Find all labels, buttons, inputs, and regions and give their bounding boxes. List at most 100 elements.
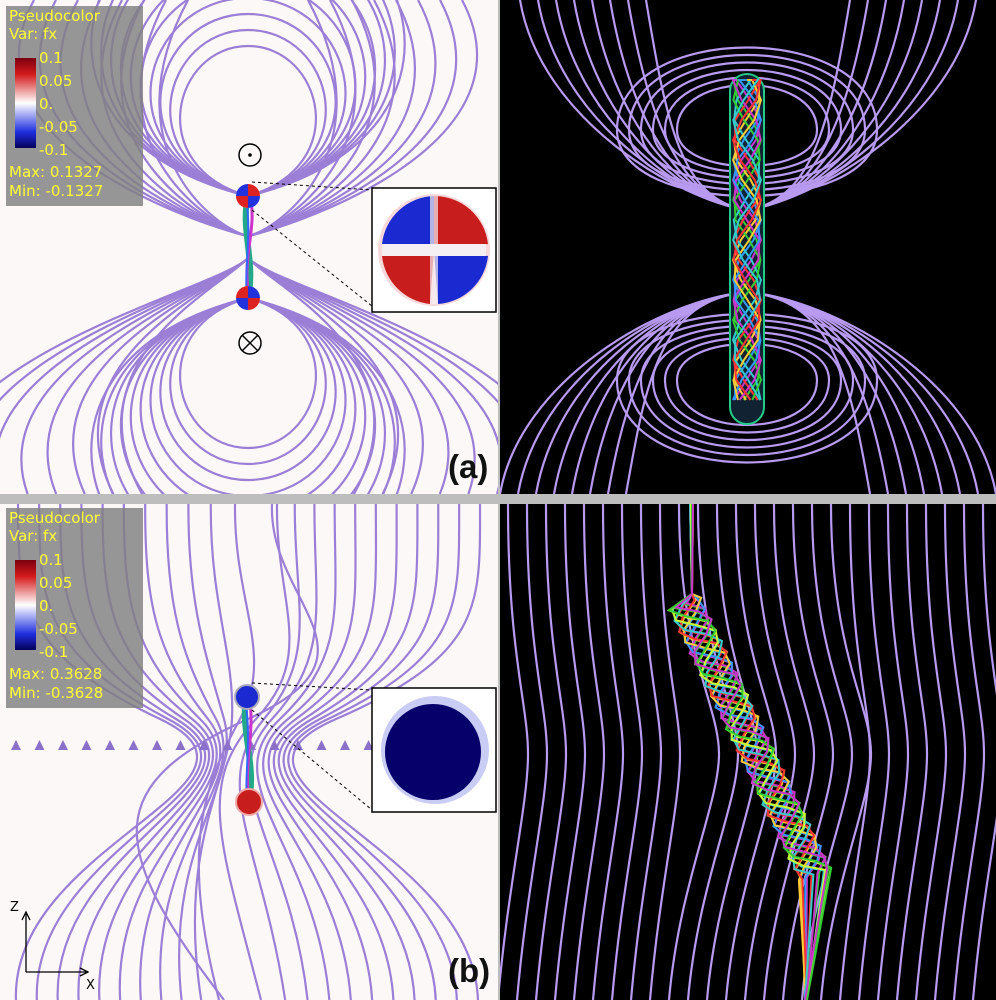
field-line bbox=[287, 504, 461, 1000]
field-line bbox=[933, 504, 967, 1000]
field-line bbox=[743, 504, 797, 1000]
legend-var: Var: fx bbox=[9, 25, 58, 43]
field-line bbox=[197, 504, 256, 1000]
field-line bbox=[159, 296, 337, 482]
axis-z-label: Z bbox=[10, 900, 19, 915]
tube-strand bbox=[731, 79, 762, 401]
field-arrow bbox=[199, 740, 209, 750]
field-line bbox=[627, 318, 867, 456]
field-line bbox=[238, 504, 301, 1000]
zoom-line-bottom bbox=[251, 709, 373, 811]
field-line bbox=[667, 504, 721, 1000]
tube-strand bbox=[674, 504, 829, 1000]
legend-tick: 0. bbox=[39, 597, 54, 615]
field-arrow bbox=[58, 740, 68, 750]
tube-strand bbox=[732, 79, 763, 401]
field-arrow bbox=[363, 740, 374, 750]
legend-var: Var: fx bbox=[9, 527, 58, 545]
field-line bbox=[724, 504, 778, 1000]
zoom-inset-b bbox=[371, 687, 497, 813]
field-line bbox=[262, 504, 357, 1000]
ring-cross-section-top bbox=[234, 684, 260, 710]
panel-b-left-view: Z X Pseudocolor Var: fx 0.1 0.05 0. -0.0… bbox=[0, 504, 498, 1000]
field-line bbox=[218, 504, 291, 1000]
field-line bbox=[100, 296, 396, 494]
field-line bbox=[629, 504, 663, 1000]
legend-tick: -0.05 bbox=[39, 118, 78, 136]
tube-strand bbox=[670, 504, 827, 1000]
ring-cross-section-bottom bbox=[236, 286, 260, 310]
legend-max: Max: 0.3628 bbox=[9, 665, 103, 683]
legend-tick: -0.1 bbox=[39, 643, 69, 661]
field-line bbox=[110, 296, 386, 494]
field-line bbox=[651, 330, 843, 441]
legend-panel-a: Pseudocolor Var: fx 0.1 0.05 0. -0.05 -0… bbox=[6, 6, 143, 206]
field-line bbox=[675, 84, 819, 168]
tube-strand bbox=[731, 79, 762, 401]
field-arrow bbox=[81, 740, 92, 750]
field-line bbox=[675, 342, 819, 426]
panel-b-left-field-lines bbox=[11, 504, 497, 1000]
field-line bbox=[139, 0, 357, 198]
field-line bbox=[952, 504, 986, 1000]
field-line bbox=[159, 12, 337, 198]
legend-tick: 0.1 bbox=[39, 49, 63, 67]
tube-strand bbox=[732, 79, 763, 401]
field-line bbox=[572, 504, 606, 1000]
legend-tick: 0. bbox=[39, 95, 54, 113]
tube-strand bbox=[682, 504, 818, 1000]
field-line bbox=[169, 28, 327, 198]
field-line bbox=[179, 296, 317, 450]
field-line bbox=[838, 504, 872, 1000]
panel-a-left-field-lines bbox=[0, 0, 498, 494]
field-line bbox=[663, 76, 831, 173]
axis-x-label: X bbox=[86, 978, 95, 993]
field-line bbox=[500, 504, 530, 991]
field-line bbox=[169, 296, 327, 466]
field-arrow bbox=[128, 740, 139, 750]
field-line bbox=[139, 504, 222, 1000]
field-line bbox=[876, 504, 910, 1000]
ring-cross-section-top bbox=[236, 184, 260, 208]
panel-a-right-3d-view bbox=[500, 0, 996, 494]
legend-min: Min: -0.1327 bbox=[9, 182, 104, 200]
field-line bbox=[179, 44, 317, 198]
legend-title: Pseudocolor bbox=[9, 7, 100, 25]
field-line bbox=[971, 504, 996, 1000]
legend-min: Min: -0.3628 bbox=[9, 684, 104, 702]
legend-max: Max: 0.1327 bbox=[9, 163, 103, 181]
axes-indicator bbox=[21, 910, 90, 977]
field-line bbox=[119, 296, 377, 494]
current-in-symbol bbox=[238, 331, 262, 355]
flux-tube-3d-b bbox=[666, 504, 833, 1000]
field-line bbox=[139, 296, 357, 494]
field-arrow bbox=[293, 740, 303, 750]
field-line bbox=[819, 504, 873, 1000]
tube-strand bbox=[732, 79, 763, 401]
tube-strand bbox=[673, 504, 815, 1000]
field-line bbox=[686, 504, 740, 1000]
field-line bbox=[267, 504, 378, 1000]
field-line bbox=[914, 504, 948, 1000]
field-line bbox=[272, 504, 398, 1000]
tube-strand bbox=[731, 79, 762, 401]
field-line bbox=[149, 296, 347, 494]
field-arrow bbox=[175, 740, 186, 750]
field-line bbox=[663, 337, 831, 434]
color-bar bbox=[15, 58, 36, 148]
legend-tick: -0.1 bbox=[39, 141, 69, 159]
legend-tick: -0.05 bbox=[39, 620, 78, 638]
field-line bbox=[591, 504, 625, 1000]
field-arrow bbox=[34, 740, 45, 750]
legend-tick: 0.05 bbox=[39, 574, 73, 592]
current-out-symbol bbox=[238, 143, 262, 167]
field-line bbox=[248, 504, 318, 1000]
tube-strand bbox=[732, 79, 763, 401]
field-line bbox=[291, 504, 482, 1000]
field-line bbox=[651, 69, 843, 180]
field-line bbox=[610, 504, 644, 1000]
tube-strand bbox=[666, 504, 833, 1000]
legend-title: Pseudocolor bbox=[9, 509, 100, 527]
field-line bbox=[178, 504, 228, 1000]
field-arrow bbox=[269, 740, 280, 750]
